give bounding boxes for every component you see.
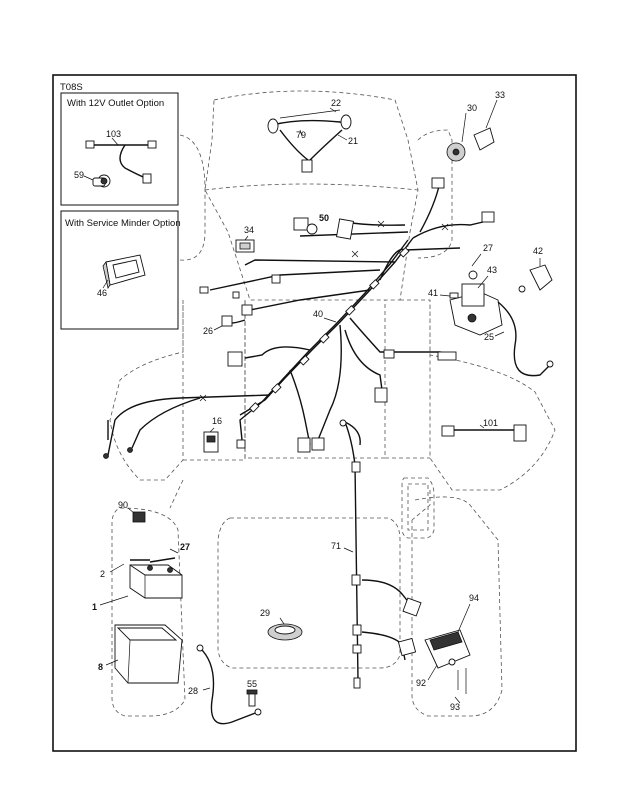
part-90 <box>132 511 146 523</box>
harness-101 <box>441 424 527 442</box>
battery-tray <box>114 624 183 684</box>
cable-28 <box>199 647 259 725</box>
callout-29: 29 <box>260 608 270 618</box>
callout-41: 41 <box>428 288 438 298</box>
callout-103: 103 <box>106 129 121 139</box>
callout-43: 43 <box>487 265 497 275</box>
callout-40: 40 <box>313 309 323 319</box>
switch-50 <box>293 217 318 235</box>
inset-12v-title: With 12V Outlet Option <box>67 98 164 109</box>
battery-cable-42 <box>518 264 553 293</box>
mower-outline <box>109 90 556 717</box>
starter-solenoid <box>449 270 503 336</box>
switch-16 <box>203 431 219 453</box>
callout-2: 2 <box>100 569 105 579</box>
seat-switch-94 <box>424 629 471 669</box>
callout-28: 28 <box>188 686 198 696</box>
callout-59: 59 <box>74 170 84 180</box>
battery <box>129 564 183 599</box>
callout-90: 90 <box>118 500 128 510</box>
callout-42: 42 <box>533 246 543 256</box>
callout-79: 79 <box>296 130 306 140</box>
outlet-part <box>92 174 111 188</box>
callout-101: 101 <box>483 418 498 428</box>
switch-34 <box>235 239 255 253</box>
callout-46: 46 <box>97 288 107 298</box>
callout-71: 71 <box>331 541 341 551</box>
callout-1: 1 <box>92 602 97 612</box>
callout-21: 21 <box>348 136 358 146</box>
callout-92: 92 <box>416 678 426 688</box>
callout-25: 25 <box>484 332 494 342</box>
callout-93: 93 <box>450 702 460 712</box>
callout-16: 16 <box>212 416 222 426</box>
callout-55: 55 <box>247 679 257 689</box>
callout-34: 34 <box>244 225 254 235</box>
callout-22: 22 <box>331 98 341 108</box>
switch-26 <box>221 315 233 327</box>
main-harness <box>103 177 495 459</box>
diagram-frame <box>52 74 577 752</box>
callout-30: 30 <box>467 103 477 113</box>
callout-27b: 27 <box>180 542 190 552</box>
callout-26: 26 <box>203 326 213 336</box>
bolt-55 <box>246 689 258 707</box>
rear-harness-71 <box>339 419 422 689</box>
ignition-switch <box>446 127 495 162</box>
callout-8: 8 <box>98 662 103 672</box>
inset-12v-outlet: With 12V Outlet Option 103 59 <box>60 92 179 206</box>
callout-33: 33 <box>495 90 505 100</box>
inset-service-title: With Service Minder Option <box>65 218 181 229</box>
callout-27a: 27 <box>483 243 493 253</box>
service-minder-part <box>102 254 146 289</box>
part-29 <box>267 623 303 641</box>
headlight-harness <box>267 109 352 173</box>
callout-50: 50 <box>319 213 329 223</box>
inset-service-minder: With Service Minder Option 46 <box>60 210 181 330</box>
diagram-code: T08S <box>60 82 83 93</box>
callout-94: 94 <box>469 593 479 603</box>
